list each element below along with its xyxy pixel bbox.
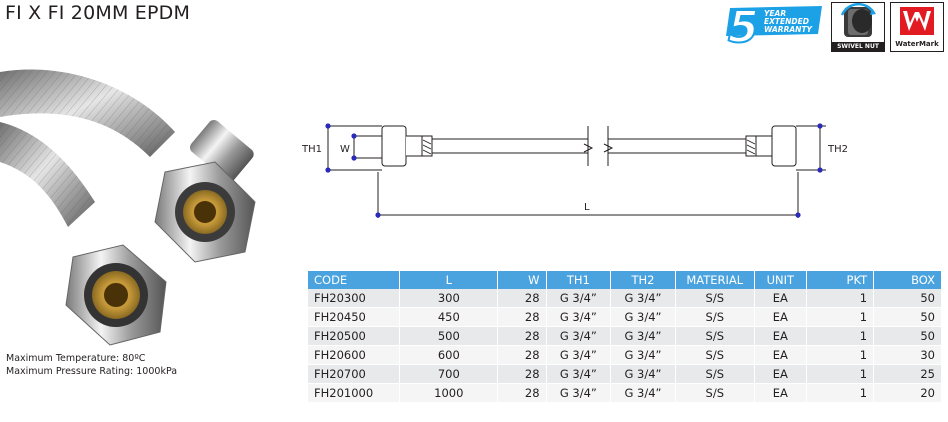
table-header-row: CODE L W TH1 TH2 MATERIAL UNIT PKT BOX — [308, 271, 942, 289]
cell-box: 50 — [873, 289, 942, 308]
page-title: FI X FI 20MM EPDM — [5, 2, 191, 24]
header-th2: TH2 — [610, 271, 676, 289]
cell-code: FH20300 — [308, 289, 401, 308]
cell-l: 300 — [399, 289, 499, 308]
cell-w: 28 — [497, 326, 547, 346]
header-th1: TH1 — [546, 271, 612, 289]
cell-box: 25 — [873, 364, 942, 384]
cell-w: 28 — [497, 364, 547, 384]
cell-code: FH201000 — [308, 383, 401, 403]
header-material: MATERIAL — [675, 271, 755, 289]
table-row: FH20450 450 28 G 3/4” G 3/4” S/S EA 1 50 — [308, 307, 942, 327]
cell-l: 600 — [399, 345, 499, 365]
swivel-nut-badge: SWIVEL NUT — [831, 2, 885, 52]
cell-box: 50 — [873, 326, 942, 346]
table-row: FH20300 300 28 G 3/4” G 3/4” S/S EA 1 50 — [308, 289, 942, 308]
watermark-label: WaterMark — [895, 40, 939, 48]
warranty-logo-icon: 5 YEAR EXTENDED WARRANTY — [726, 1, 822, 54]
cell-th2: G 3/4” — [610, 345, 676, 365]
warranty-badge: 5 YEAR EXTENDED WARRANTY — [722, 1, 826, 54]
cell-th1: G 3/4” — [546, 289, 612, 308]
cell-th2: G 3/4” — [610, 307, 676, 327]
cell-material: S/S — [675, 345, 755, 365]
cell-th2: G 3/4” — [610, 326, 676, 346]
table-row: FH20700 700 28 G 3/4” G 3/4” S/S EA 1 25 — [308, 364, 942, 384]
cell-code: FH20450 — [308, 307, 401, 327]
cell-pkt: 1 — [806, 383, 875, 403]
cell-code: FH20700 — [308, 364, 401, 384]
cell-w: 28 — [497, 383, 547, 403]
warranty-line2: EXTENDED — [764, 17, 809, 26]
cell-pkt: 1 — [806, 345, 875, 365]
cell-l: 1000 — [399, 383, 499, 403]
cell-th1: G 3/4” — [546, 345, 612, 365]
cell-code: FH20500 — [308, 326, 401, 346]
cell-pkt: 1 — [806, 364, 875, 384]
header-box: BOX — [873, 271, 942, 289]
cell-th1: G 3/4” — [546, 383, 612, 403]
product-table: CODE L W TH1 TH2 MATERIAL UNIT PKT BOX F… — [308, 271, 942, 403]
header-pkt: PKT — [806, 271, 875, 289]
cell-unit: EA — [754, 364, 807, 384]
cell-l: 700 — [399, 364, 499, 384]
warranty-number: 5 — [728, 2, 759, 48]
header-w: W — [497, 271, 547, 289]
cell-material: S/S — [675, 326, 755, 346]
cell-unit: EA — [754, 383, 807, 403]
cell-pkt: 1 — [806, 307, 875, 327]
cell-unit: EA — [754, 289, 807, 308]
swivel-nut-label: SWIVEL NUT — [832, 42, 884, 51]
label-w: W — [340, 144, 350, 155]
label-th2: TH2 — [827, 144, 848, 155]
cell-code: FH20600 — [308, 345, 401, 365]
swivel-nut-icon — [840, 2, 876, 37]
cell-material: S/S — [675, 383, 755, 403]
table-row: FH20500 500 28 G 3/4” G 3/4” S/S EA 1 50 — [308, 326, 942, 346]
dimension-diagram: TH1 W TH2 L — [296, 110, 866, 240]
header-l: L — [399, 271, 499, 289]
cell-unit: EA — [754, 307, 807, 327]
label-th1: TH1 — [301, 144, 322, 155]
watermark-badge: WaterMark — [890, 2, 944, 52]
product-photo — [0, 62, 270, 354]
header-code: CODE — [308, 271, 401, 289]
cell-box: 50 — [873, 307, 942, 327]
cell-th1: G 3/4” — [546, 364, 612, 384]
warranty-line1: YEAR — [764, 9, 786, 18]
cell-material: S/S — [675, 307, 755, 327]
cell-th2: G 3/4” — [610, 289, 676, 308]
cell-box: 30 — [873, 345, 942, 365]
warranty-line3: WARRANTY — [764, 25, 814, 34]
cell-unit: EA — [754, 345, 807, 365]
cell-pkt: 1 — [806, 326, 875, 346]
watermark-logo-icon — [900, 7, 934, 35]
cell-box: 20 — [873, 383, 942, 403]
cell-th2: G 3/4” — [610, 383, 676, 403]
cell-material: S/S — [675, 289, 755, 308]
cell-w: 28 — [497, 289, 547, 308]
cell-w: 28 — [497, 307, 547, 327]
max-pressure: Maximum Pressure Rating: 1000kPa — [6, 366, 178, 377]
header-unit: UNIT — [754, 271, 807, 289]
max-temperature: Maximum Temperature: 80ºC — [6, 353, 146, 364]
cell-th2: G 3/4” — [610, 364, 676, 384]
table-row: FH20600 600 28 G 3/4” G 3/4” S/S EA 1 30 — [308, 345, 942, 365]
cell-th1: G 3/4” — [546, 307, 612, 327]
cell-l: 500 — [399, 326, 499, 346]
cell-material: S/S — [675, 364, 755, 384]
cell-th1: G 3/4” — [546, 326, 612, 346]
cell-l: 450 — [399, 307, 499, 327]
cell-pkt: 1 — [806, 289, 875, 308]
cell-unit: EA — [754, 326, 807, 346]
table-row: FH201000 1000 28 G 3/4” G 3/4” S/S EA 1 … — [308, 383, 942, 403]
cell-w: 28 — [497, 345, 547, 365]
specs-block: Maximum Temperature: 80ºC Maximum Pressu… — [6, 352, 177, 378]
label-l: L — [584, 202, 590, 213]
